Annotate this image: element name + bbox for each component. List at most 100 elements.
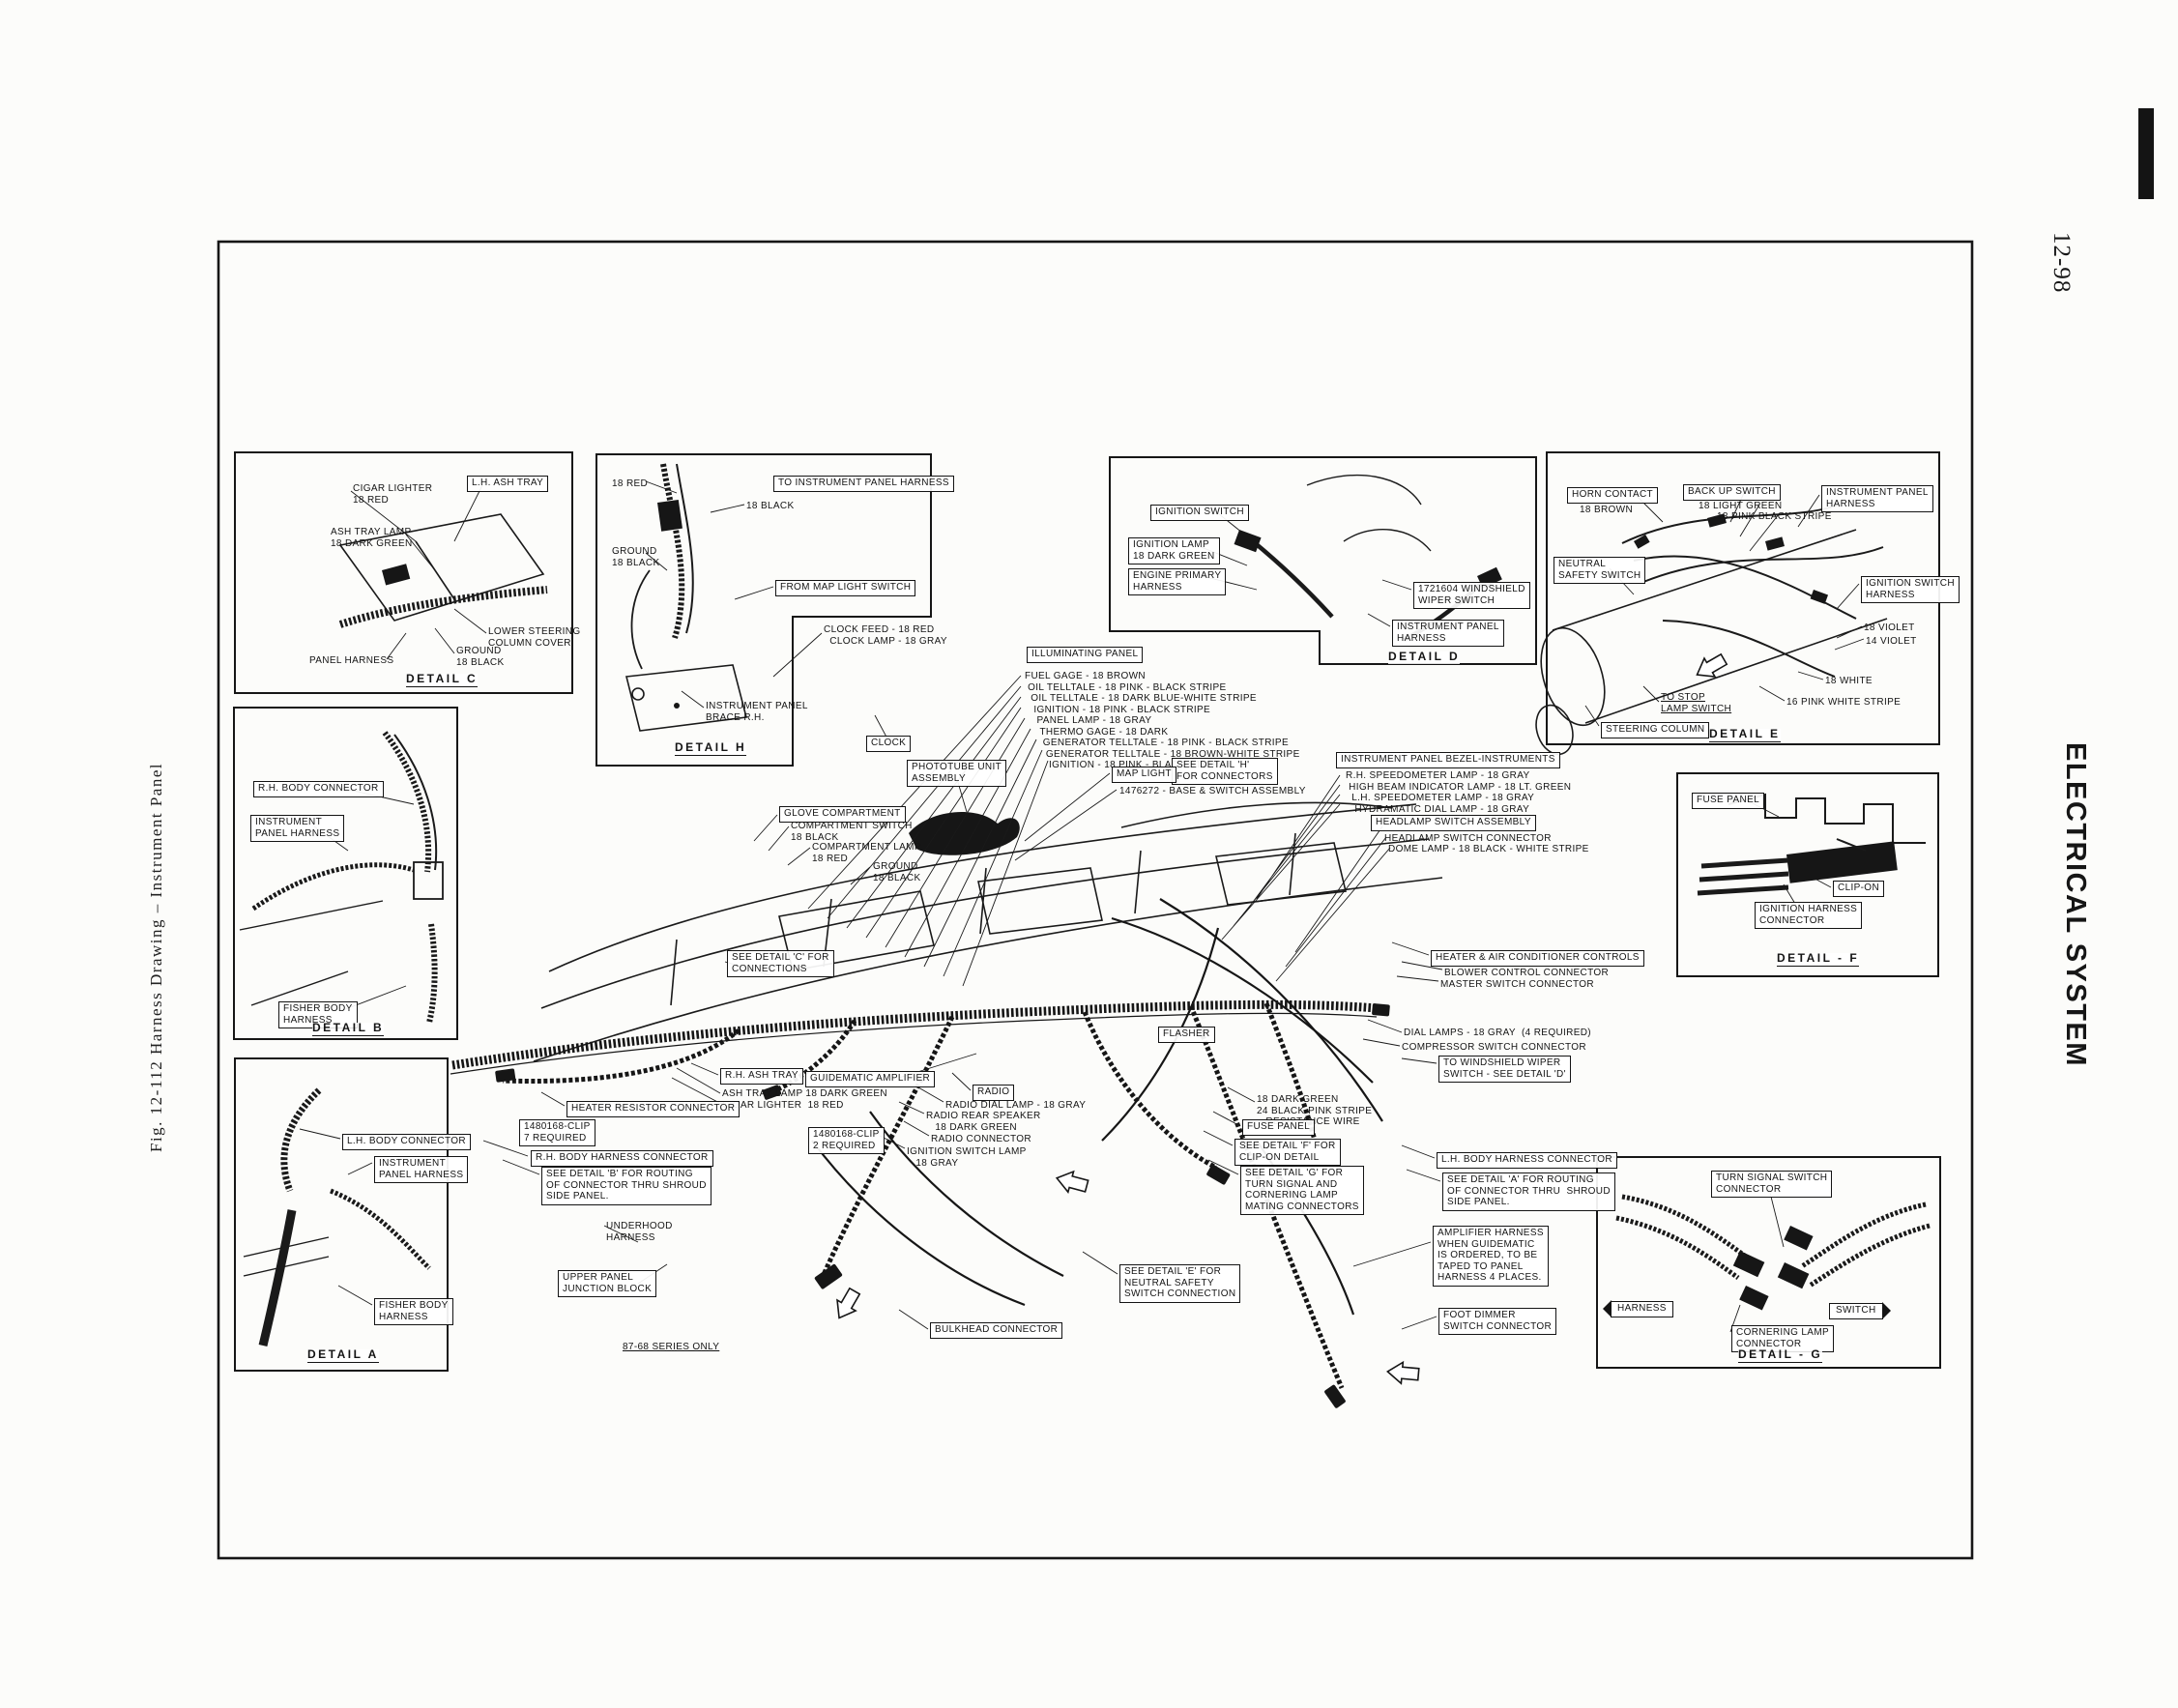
label-ash-tray-cigar: ASH TRAY LAMP 18 DARK GREEN CIGAR LIGHTE… [722,1088,887,1111]
label-ground-18-black-h: GROUND 18 BLACK [612,546,660,568]
detail-f-title: DETAIL - F [1777,951,1860,967]
label-rh-body-connector: R.H. BODY CONNECTOR [253,781,384,797]
leader-lines [299,480,1865,1333]
detail-d-art [1234,474,1502,643]
label-bezel-wires: R.H. SPEEDOMETER LAMP - 18 GRAY HIGH BEA… [1346,770,1572,815]
label-18-light-green: 18 LIGHT GREEN [1699,501,1783,511]
label-compartment-lamp: COMPARTMENT LAMP 18 RED [812,842,921,864]
label-instrument-panel-harness-a: INSTRUMENT PANEL HARNESS [374,1156,469,1183]
label-map-light: MAP LIGHT [1112,767,1176,783]
label-ash-tray-lamp-c: ASH TRAY LAMP 18 DARK GREEN [331,527,413,549]
label-cigar-lighter-c: CIGAR LIGHTER 18 RED [353,483,433,506]
label-illuminating-panel-wires: FUEL GAGE - 18 BROWN OIL TELLTALE - 18 P… [1025,671,1300,770]
label-amplifier-harness: AMPLIFIER HARNESS WHEN GUIDEMATIC IS ORD… [1433,1226,1549,1287]
detail-b-title: DETAIL B [312,1021,385,1036]
label-16-pink-white: 16 PINK WHITE STRIPE [1786,697,1902,708]
section-title: ELECTRICAL SYSTEM [2060,742,2091,1067]
label-headlamp-switch-assembly: HEADLAMP SWITCH ASSEMBLY [1371,815,1536,831]
label-see-detail-f: SEE DETAIL 'F' FOR CLIP-ON DETAIL [1234,1139,1341,1166]
label-backup-switch: BACK UP SWITCH [1683,484,1781,501]
label-instrument-panel-bezel: INSTRUMENT PANEL BEZEL-INSTRUMENTS [1336,752,1560,768]
detail-a-title: DETAIL A [307,1347,379,1363]
label-18-black-h: 18 BLACK [746,501,795,511]
label-clip-7: 1480168-CLIP 7 REQUIRED [519,1119,595,1146]
label-clock-feed-lamp: CLOCK FEED - 18 RED CLOCK LAMP - 18 GRAY [824,624,947,647]
label-dial-lamps: DIAL LAMPS - 18 GRAY (4 REQUIRED) [1404,1028,1591,1038]
label-see-detail-g: SEE DETAIL 'G' FOR TURN SIGNAL AND CORNE… [1240,1166,1364,1215]
label-lh-body-connector: L.H. BODY CONNECTOR [342,1134,471,1150]
label-18-pink-black-stripe: 18 PINK BLACK STRIPE [1717,511,1832,522]
label-fuse-panel-f: FUSE PANEL [1692,793,1764,809]
detail-g-box [1596,1156,1941,1369]
detail-f-box [1676,772,1939,977]
label-heater-ac-controls: HEATER & AIR CONDITIONER CONTROLS [1431,950,1644,967]
label-steering-column: STEERING COLUMN [1601,722,1710,738]
detail-b-art [239,731,444,1024]
label-instrument-panel-harness-b: INSTRUMENT PANEL HARNESS [250,815,345,842]
label-phototube-unit: PHOTOTUBE UNIT ASSEMBLY [907,760,1007,787]
label-illuminating-panel: ILLUMINATING PANEL [1027,647,1144,663]
label-to-stop-lamp: TO STOP LAMP SWITCH [1661,692,1732,714]
label-panel-harness-c: PANEL HARNESS [309,655,394,666]
label-ignition-switch-d: IGNITION SWITCH [1150,505,1249,521]
label-to-instrument-panel-harness: TO INSTRUMENT PANEL HARNESS [773,476,954,492]
label-switch-arrow: SWITCH [1829,1302,1891,1319]
detail-b-box [233,707,458,1040]
label-ignition-harness-connector: IGNITION HARNESS CONNECTOR [1755,902,1863,929]
label-guidematic-amplifier: GUIDEMATIC AMPLIFIER [805,1071,936,1087]
figure-caption: Fig. 12-112 Harness Drawing – Instrument… [147,762,165,1152]
label-see-detail-e: SEE DETAIL 'E' FOR NEUTRAL SAFETY SWITCH… [1119,1264,1241,1303]
label-fisher-body-harness-a: FISHER BODY HARNESS [374,1298,453,1325]
detail-d-box [1109,456,1537,665]
detail-c-box [234,451,573,694]
label-upper-panel-junction: UPPER PANEL JUNCTION BLOCK [558,1270,657,1297]
label-14-violet: 14 VIOLET [1866,636,1917,647]
label-rh-ash-tray: R.H. ASH TRAY [720,1068,803,1085]
label-horn-contact: HORN CONTACT [1567,487,1659,504]
label-engine-primary-harness: ENGINE PRIMARY HARNESS [1128,568,1227,595]
detail-a-box [234,1057,449,1372]
detail-c-title: DETAIL C [406,672,479,687]
label-18-red-h: 18 RED [612,478,649,489]
label-ignition-switch-lamp: IGNITION SWITCH LAMP 18 GRAY [907,1146,1027,1169]
label-see-detail-c: SEE DETAIL 'C' FOR CONNECTIONS [727,950,834,977]
detail-c-art [338,513,548,628]
label-clock: CLOCK [866,736,912,752]
detail-a-art [243,1087,431,1347]
scan-corner-bar [2138,108,2154,199]
label-radio: RADIO [973,1085,1015,1101]
label-see-detail-h: SEE DETAIL 'H' FOR CONNECTORS [1172,758,1278,785]
label-compressor-switch-connector: COMPRESSOR SWITCH CONNECTOR [1402,1042,1586,1053]
label-master-switch-connector: MASTER SWITCH CONNECTOR [1440,979,1594,990]
connector-blobs [495,1003,1390,1408]
label-neutral-safety-switch: NEUTRAL SAFETY SWITCH [1554,557,1646,584]
detail-e-title: DETAIL E [1709,727,1781,742]
label-ground-18-black-c: GROUND 18 BLACK [456,646,505,668]
drawing-frame [217,240,1974,1560]
detail-g-title: DETAIL - G [1738,1347,1823,1363]
label-glove-compartment: GLOVE COMPARTMENT [779,806,906,823]
label-headlamp-switch-connector: HEADLAMP SWITCH CONNECTOR [1384,833,1552,844]
label-radio-dial-lamp: RADIO DIAL LAMP - 18 GRAY [945,1100,1087,1111]
label-ignition-switch-harness: IGNITION SWITCH HARNESS [1861,576,1960,603]
label-turn-signal-switch-connector: TURN SIGNAL SWITCH CONNECTOR [1711,1171,1833,1198]
label-dome-lamp: DOME LAMP - 18 BLACK - WHITE STRIPE [1388,844,1589,854]
detail-h-art [625,463,748,732]
detail-d-title: DETAIL D [1388,650,1461,665]
label-flasher: FLASHER [1158,1027,1215,1043]
label-rh-body-harness-connector: R.H. BODY HARNESS CONNECTOR [531,1150,713,1167]
label-cornering-lamp-connector: CORNERING LAMP CONNECTOR [1731,1325,1835,1352]
label-series-only: 87-68 SERIES ONLY [623,1342,720,1352]
label-instrument-panel-brace: INSTRUMENT PANEL BRACE R.H. [706,701,808,723]
label-blower-control-connector: BLOWER CONTROL CONNECTOR [1444,968,1610,978]
label-18-white: 18 WHITE [1825,676,1873,686]
label-see-detail-b: SEE DETAIL 'B' FOR ROUTING OF CONNECTOR … [541,1167,711,1205]
detail-box-frames [233,451,1941,1372]
detail-g-art [1615,1194,1931,1311]
label-clip-2: 1480168-CLIP 2 REQUIRED [808,1127,885,1154]
label-radio-rear-speaker: RADIO REAR SPEAKER 18 DARK GREEN [926,1111,1041,1133]
detail-e-art [1535,504,1888,756]
label-clip-on: CLIP-ON [1833,881,1885,897]
